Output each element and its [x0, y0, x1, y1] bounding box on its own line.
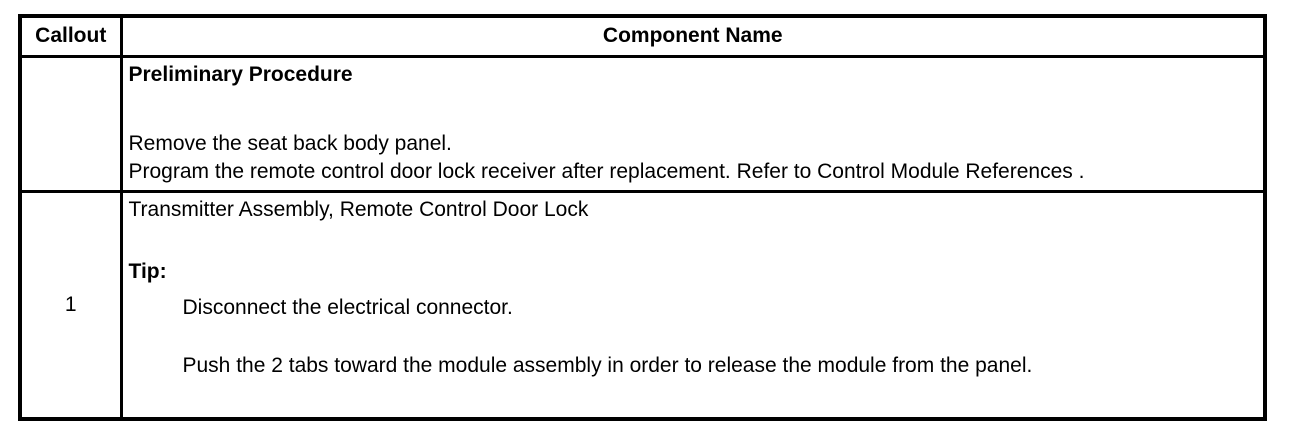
tip-step-line: Disconnect the electrical connector.	[182, 295, 513, 319]
preliminary-step-line: Remove the seat back body panel.	[128, 131, 452, 155]
callout-component-table: Callout Component Name Preliminary Proce…	[18, 14, 1267, 421]
callout-column-header: Callout	[18, 14, 123, 58]
table-header-row: Callout Component Name	[18, 14, 1267, 58]
preliminary-step-line: Program the remote control door lock rec…	[128, 159, 1085, 183]
tip-label: Tip:	[128, 259, 167, 283]
component-name-text: Transmitter Assembly, Remote Control Doo…	[128, 197, 589, 221]
preliminary-procedure-row: Preliminary Procedure Remove the seat ba…	[18, 54, 1267, 193]
tip-step-line: Push the 2 tabs toward the module assemb…	[182, 353, 1033, 377]
preliminary-content-cell: Preliminary Procedure Remove the seat ba…	[119, 54, 1267, 193]
preliminary-procedure-heading: Preliminary Procedure	[128, 62, 353, 86]
component-row: 1 Transmitter Assembly, Remote Control D…	[18, 189, 1267, 421]
callout-number-cell: 1	[18, 189, 123, 421]
preliminary-callout-cell	[18, 54, 123, 193]
component-content-cell: Transmitter Assembly, Remote Control Doo…	[119, 189, 1267, 421]
component-name-column-header: Component Name	[119, 14, 1267, 58]
